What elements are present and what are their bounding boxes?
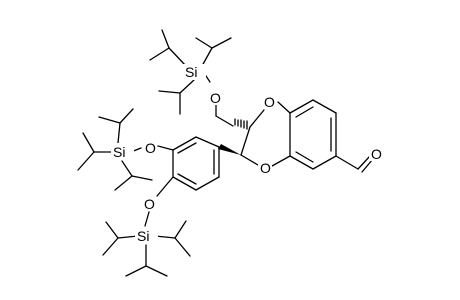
- oxygen-atom-label-aldehyde: O: [371, 146, 382, 162]
- oxygen-atom-label-lower: O: [144, 196, 155, 212]
- oxygen-atom-label-ring-lower: O: [260, 160, 271, 176]
- hashed-stereo-bond-top: [234, 118, 248, 130]
- lower-silyl-group-bonds: [102, 211, 191, 277]
- silicon-atom-label-lower: Si: [137, 228, 149, 244]
- silicon-atom-label-top: Si: [185, 64, 197, 80]
- wedge-stereo-bond: [218, 144, 241, 155]
- silicon-atom-label-middle: Si: [113, 144, 125, 160]
- benzodioxane-core-bonds: [240, 99, 374, 173]
- top-silyl-group-bonds: [149, 29, 234, 127]
- oxygen-atom-label-ring-upper: O: [264, 94, 275, 110]
- oxygen-atom-label-middle: O: [145, 140, 156, 156]
- aryl-ring-bonds: [156, 136, 220, 197]
- oxygen-atom-label-top: O: [210, 90, 221, 106]
- atom-labels: Si O O O O Si O O Si: [111, 64, 383, 244]
